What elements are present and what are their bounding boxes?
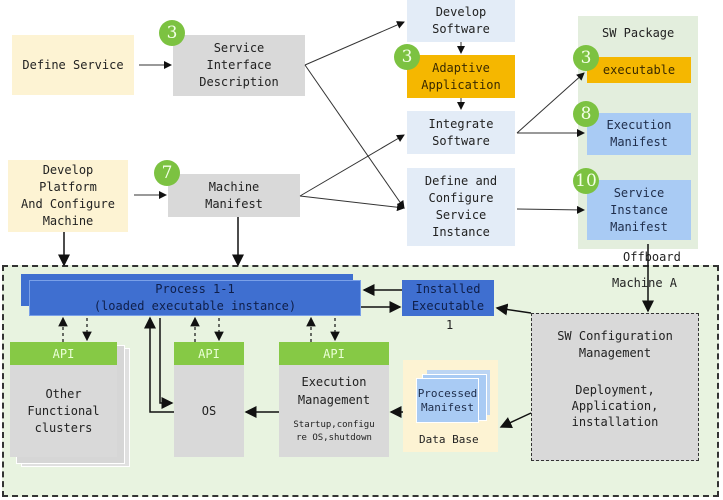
badge-adaptive-application: 3 — [394, 44, 420, 70]
machine-a-label: Machine A — [612, 276, 678, 290]
execution-manifest-box: Execution Manifest — [587, 113, 691, 155]
service-instance-manifest-box: Service Instance Manifest — [587, 180, 691, 240]
offboard-label: Offboard — [623, 250, 681, 264]
execution-management-title: Execution Management — [297, 375, 371, 407]
sw-package-title: SW Package — [602, 26, 675, 40]
api-execution-management: API — [279, 342, 389, 365]
execution-management-box: Execution Management Startup,configu re … — [279, 365, 389, 457]
arrow-sid-to-develop — [304, 21, 405, 66]
badge-machine-manifest: 7 — [154, 160, 180, 186]
other-functional-clusters-box: Other Functional clusters — [10, 365, 117, 457]
arrow-integrate-to-executable — [516, 72, 585, 134]
api-os: API — [174, 342, 244, 365]
execution-management-desc: Startup,configu re OS,shutdown — [293, 420, 375, 443]
badge-service-interface: 3 — [159, 20, 185, 46]
define-service-box: Define Service — [12, 35, 134, 95]
develop-software-box: Develop Software — [407, 0, 515, 42]
arrow-sid-to-define-configure — [304, 64, 405, 209]
service-interface-description-box: Service Interface Description — [173, 35, 305, 96]
sw-config-desc: Deployment, Application, installation — [571, 383, 659, 429]
arrow-define-configure-to-sim — [516, 205, 585, 214]
os-box: OS — [174, 365, 244, 457]
develop-platform-box: Develop Platform And Configure Machine — [8, 160, 128, 232]
api-other-clusters: API — [10, 342, 117, 365]
installed-executable-box: Installed Executable — [402, 280, 494, 316]
adaptive-application-box: Adaptive Application — [407, 55, 515, 98]
process-box: Process 1-1 (loaded executable instance) — [29, 280, 361, 316]
arrow-mm-to-define-configure — [299, 195, 405, 212]
installed-executable-index: 1 — [446, 318, 454, 332]
executable-box: executable — [587, 57, 691, 83]
arrow-mm-to-integrate — [299, 134, 405, 197]
sw-config-title: SW Configuration Management — [557, 329, 673, 360]
data-base-label: Data Base — [419, 433, 479, 446]
integrate-software-box: Integrate Software — [407, 111, 515, 154]
badge-execution-manifest: 8 — [573, 101, 599, 127]
machine-manifest-box: Machine Manifest — [168, 174, 300, 217]
sw-configuration-management-box: SW Configuration Management Deployment, … — [531, 313, 699, 461]
define-configure-service-instance-box: Define and Configure Service Instance — [407, 168, 515, 246]
processed-manifest-box: Processed Manifest — [416, 378, 479, 423]
badge-executable: 3 — [573, 45, 599, 71]
badge-service-instance-manifest: 10 — [573, 168, 599, 194]
